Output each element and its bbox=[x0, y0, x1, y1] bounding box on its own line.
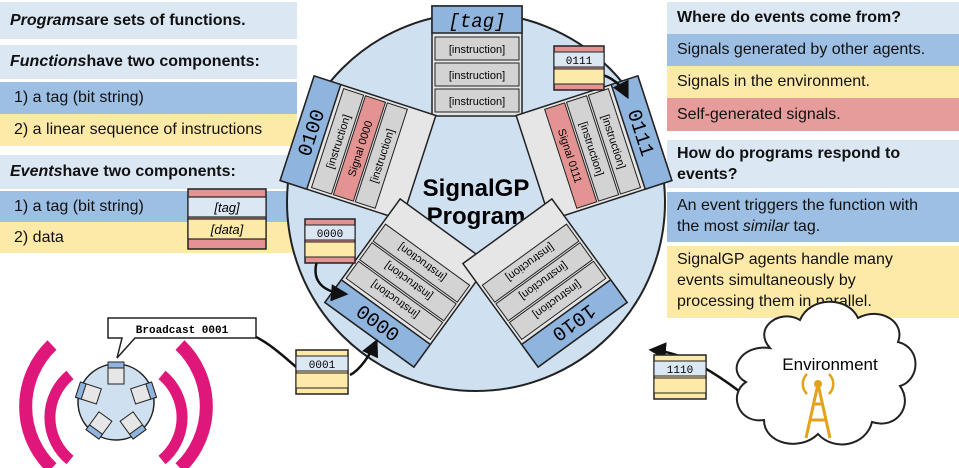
source-other-agents: Signals generated by other agents. bbox=[667, 34, 959, 66]
event-agent: 0001 bbox=[295, 349, 349, 395]
event-legend-icon: [tag] [data] bbox=[187, 188, 267, 250]
answer1-line-2b: tag. bbox=[789, 218, 821, 235]
answer2-line-2: events simultaneously by bbox=[677, 272, 856, 289]
events-heading: Events have two components: bbox=[0, 155, 297, 189]
question-line-1: How do programs respond to bbox=[677, 145, 901, 162]
environment-label: Environment bbox=[782, 355, 878, 374]
event-environment: 1110 bbox=[653, 354, 707, 400]
program-response-question: How do programs respond to events? bbox=[667, 140, 959, 188]
legend-tag-label: [tag] bbox=[213, 200, 240, 215]
agent-icon bbox=[19, 340, 213, 468]
instruction-label: [instruction] bbox=[449, 96, 505, 108]
broadcast-bubble: Broadcast 0001 bbox=[107, 317, 257, 359]
functions-term: Functions bbox=[10, 53, 87, 70]
source-environment: Signals in the environment. bbox=[667, 66, 959, 98]
answer-similar-tag: An event triggers the function with the m… bbox=[667, 192, 959, 242]
instruction-label: [instruction] bbox=[449, 44, 505, 56]
program-title-line-2: Program bbox=[427, 203, 526, 230]
functions-heading: Functions have two components: bbox=[0, 45, 297, 79]
answer2-line-1: SignalGP agents handle many bbox=[677, 251, 893, 268]
events-text: have two components: bbox=[62, 163, 236, 180]
programs-term: Programs bbox=[10, 11, 85, 29]
antenna-icon bbox=[801, 373, 835, 439]
answer1-line-1: An event triggers the function with bbox=[677, 197, 919, 214]
function-top-tag: [tag] bbox=[448, 11, 505, 33]
functions-text: have two components: bbox=[86, 53, 260, 70]
event-environment-tag: 1110 bbox=[667, 365, 693, 377]
broadcast-label: Broadcast 0001 bbox=[136, 325, 229, 337]
environment-cloud: Environment bbox=[735, 300, 917, 446]
function-top: [tag] [instruction] [instruction] [instr… bbox=[431, 5, 523, 117]
function-bottom-right: 1010 [instruction] [instruction] [instru… bbox=[461, 197, 629, 369]
arrow-agent-signal bbox=[349, 338, 379, 377]
function-left: 0100 [instruction] Signal 0000 [instruct… bbox=[279, 74, 437, 222]
event-left-tag: 0000 bbox=[317, 229, 343, 241]
program-title-line-1: SignalGP bbox=[423, 175, 530, 202]
event-left: 0000 bbox=[304, 218, 356, 264]
function-component-instructions: 2) a linear sequence of instructions bbox=[0, 114, 297, 146]
answer-parallel: SignalGP agents handle many events simult… bbox=[667, 246, 959, 318]
event-top: 0111 bbox=[553, 45, 605, 91]
event-top-tag: 0111 bbox=[566, 56, 593, 68]
programs-text: are sets of functions. bbox=[84, 11, 246, 29]
legend-data-label: [data] bbox=[210, 222, 244, 237]
answer1-emphasis: similar bbox=[742, 218, 790, 235]
question-line-2: events? bbox=[677, 166, 738, 183]
instruction-label: [instruction] bbox=[449, 70, 505, 82]
event-agent-tag: 0001 bbox=[309, 360, 336, 372]
answer1-line-2a: the most bbox=[677, 218, 743, 235]
function-bottom-left: 0000 [instruction] [instruction] [instru… bbox=[323, 197, 491, 369]
function-component-tag: 1) a tag (bit string) bbox=[0, 82, 297, 114]
function-right: 0111 [instruction] [instruction] Signal … bbox=[515, 74, 673, 222]
source-self-generated: Self-generated signals. bbox=[667, 98, 959, 131]
events-term: Events bbox=[10, 163, 63, 180]
programs-definition: Programs are sets of functions. bbox=[0, 2, 297, 39]
events-source-question: Where do events come from? bbox=[667, 2, 959, 34]
